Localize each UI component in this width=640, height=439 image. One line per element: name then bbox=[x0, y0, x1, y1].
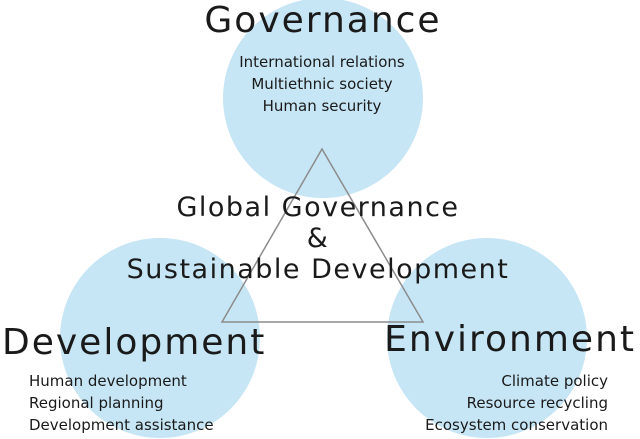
environment-item: Resource recycling bbox=[466, 394, 608, 412]
development-item: Human development bbox=[29, 372, 187, 390]
development-circle bbox=[60, 238, 260, 438]
environment-item: Ecosystem conservation bbox=[425, 416, 608, 434]
center-label-line1: Global Governance bbox=[176, 192, 460, 223]
development-list: Human development Regional planning Deve… bbox=[29, 370, 214, 436]
center-triangle bbox=[220, 147, 425, 323]
center-label-line2: & bbox=[306, 223, 330, 254]
governance-list: International relations Multiethnic soci… bbox=[172, 51, 472, 117]
development-item: Regional planning bbox=[29, 394, 164, 412]
development-item: Development assistance bbox=[29, 416, 214, 434]
center-label-line3: Sustainable Development bbox=[126, 254, 510, 285]
governance-item: Multiethnic society bbox=[251, 75, 393, 93]
development-title: Development bbox=[2, 322, 267, 363]
governance-title: Governance bbox=[204, 0, 442, 41]
governance-item: International relations bbox=[239, 53, 405, 71]
environment-title: Environment bbox=[384, 319, 636, 360]
governance-item: Human security bbox=[262, 97, 382, 115]
governance-circle bbox=[223, 0, 423, 198]
environment-circle bbox=[387, 238, 587, 438]
environment-list: Climate policy Resource recycling Ecosys… bbox=[336, 370, 608, 436]
environment-item: Climate policy bbox=[501, 372, 608, 390]
